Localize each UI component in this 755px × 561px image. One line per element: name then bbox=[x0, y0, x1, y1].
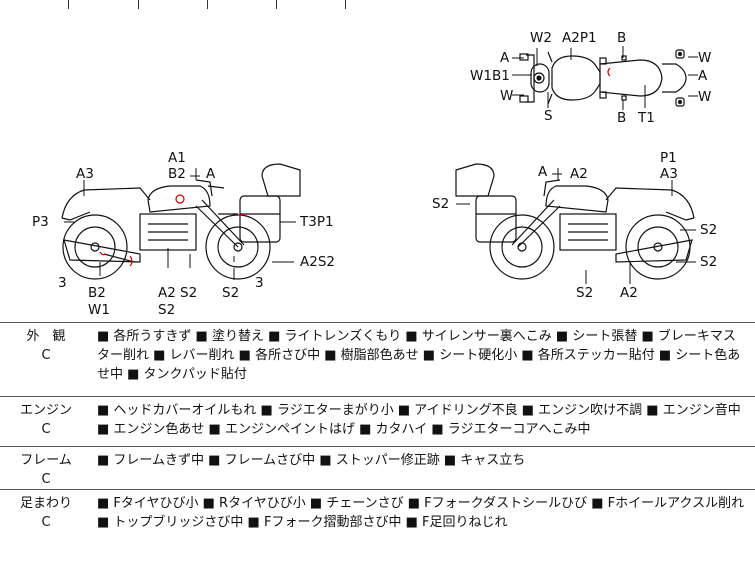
label-right-s2a: S2 bbox=[700, 222, 717, 238]
label-right-a2: A2 bbox=[570, 166, 588, 182]
section-engine: エンジン C ■ ヘッドカバーオイルもれ ■ ラジエターまがり小 ■ アイドリン… bbox=[0, 396, 755, 446]
grade-label: C bbox=[41, 515, 51, 530]
label-left-a2: A2 bbox=[158, 285, 176, 301]
label-left-b2: B2 bbox=[168, 166, 186, 182]
right-view-leaders bbox=[456, 168, 696, 284]
label-left-p3: P3 bbox=[32, 214, 49, 230]
category-label: フレーム bbox=[20, 453, 72, 468]
label-left-s2c: S2 bbox=[158, 302, 175, 318]
grade-label: C bbox=[41, 348, 51, 363]
section-category: エンジン C bbox=[0, 401, 92, 439]
category-label: 足まわり bbox=[19, 496, 72, 511]
label-top-a2p1: A2P1 bbox=[562, 30, 597, 46]
label-left-b2-bottom: B2 bbox=[88, 285, 106, 301]
label-top-b-bottom: B bbox=[617, 110, 626, 126]
label-left-a1: A1 bbox=[168, 150, 186, 166]
label-right-p1: P1 bbox=[660, 150, 677, 166]
label-left-s2a: S2 bbox=[180, 285, 197, 301]
label-left-s2b: S2 bbox=[222, 285, 239, 301]
grade-label: C bbox=[41, 422, 51, 437]
section-category: 足まわり C bbox=[0, 494, 92, 532]
top-view-leaders bbox=[512, 46, 698, 110]
section-text: ■ フレームきず中 ■ フレームさび中 ■ ストッパー修正跡 ■ キャス立ち bbox=[97, 453, 526, 468]
label-right-s2b: S2 bbox=[700, 254, 717, 270]
label-top-s: S bbox=[544, 108, 553, 124]
label-left-3b: 3 bbox=[255, 275, 264, 291]
section-category: フレーム C bbox=[0, 451, 92, 489]
label-left-a2s2: A2S2 bbox=[300, 254, 335, 270]
left-side-bike bbox=[61, 163, 301, 280]
label-left-a: A bbox=[206, 166, 216, 182]
section-text: ■ ヘッドカバーオイルもれ ■ ラジエターまがり小 ■ アイドリング不良 ■ エ… bbox=[97, 403, 741, 437]
label-right-a3: A3 bbox=[660, 166, 678, 182]
section-text: ■ 各所うすきず ■ 塗り替え ■ ライトレンズくもり ■ サイレンサー裏へこみ… bbox=[97, 329, 741, 382]
grade-label: C bbox=[41, 472, 51, 487]
category-label: 外 観 bbox=[26, 329, 66, 344]
label-left-3a: 3 bbox=[58, 275, 67, 291]
label-top-t1: T1 bbox=[637, 110, 655, 126]
section-frame: フレーム C ■ フレームきず中 ■ フレームさび中 ■ ストッパー修正跡 ■ … bbox=[0, 446, 755, 489]
label-left-t3p1: T3P1 bbox=[299, 214, 334, 230]
label-top-w-right2: W bbox=[698, 89, 711, 105]
label-right-a: A bbox=[538, 164, 548, 180]
left-view-leaders bbox=[64, 168, 296, 280]
section-suspension: 足まわり C ■ Fタイヤひび小 ■ Rタイヤひび小 ■ チェーンさび ■ Fフ… bbox=[0, 489, 755, 561]
top-view-bike bbox=[519, 49, 687, 107]
label-top-a-right: A bbox=[698, 68, 708, 84]
category-label: エンジン bbox=[19, 403, 72, 418]
table-top-strip bbox=[0, 0, 755, 9]
label-left-a3: A3 bbox=[76, 166, 94, 182]
label-top-w-right1: W bbox=[698, 50, 711, 66]
label-right-s2c: S2 bbox=[576, 285, 593, 301]
section-exterior: 外 観 C ■ 各所うすきず ■ 塗り替え ■ ライトレンズくもり ■ サイレン… bbox=[0, 322, 755, 396]
damage-diagram: W2 A2P1 B A W W1B1 A W W S B T1 A1 B2 A … bbox=[0, 9, 755, 322]
label-top-b: B bbox=[617, 30, 626, 46]
label-right-a2-bottom: A2 bbox=[620, 285, 638, 301]
label-top-a-left: A bbox=[500, 50, 510, 66]
label-right-s2-left: S2 bbox=[432, 196, 449, 212]
section-text: ■ Fタイヤひび小 ■ Rタイヤひび小 ■ チェーンさび ■ Fフォークダストシ… bbox=[97, 496, 745, 530]
label-top-w2: W2 bbox=[530, 30, 552, 46]
section-category: 外 観 C bbox=[0, 327, 92, 365]
label-left-w1: W1 bbox=[88, 302, 110, 318]
label-top-w1b1: W1B1 bbox=[470, 68, 510, 84]
label-top-w-left: W bbox=[500, 88, 513, 104]
condition-table: 外 観 C ■ 各所うすきず ■ 塗り替え ■ ライトレンズくもり ■ サイレン… bbox=[0, 322, 755, 561]
